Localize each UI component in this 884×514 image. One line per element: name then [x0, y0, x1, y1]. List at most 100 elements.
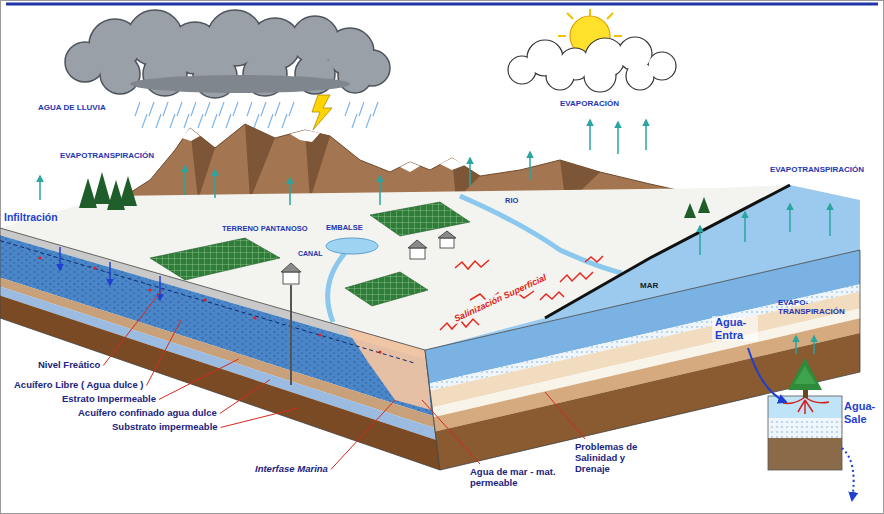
marine-strata [425, 250, 860, 470]
aquifer-cross-section [0, 296, 440, 471]
crop-fields [370, 202, 470, 236]
infiltration-arrows [159, 276, 161, 300]
evaporation-arrows [40, 120, 830, 354]
storm-cloud [65, 10, 390, 98]
evaporation-arrows [589, 120, 591, 150]
fair-cloud [547, 63, 573, 89]
salinization-marks [455, 260, 489, 269]
layer-label: Problemas de Salinidad y Drenaje [575, 442, 655, 475]
crop-fields [345, 272, 428, 306]
leader-line [331, 400, 395, 469]
evaporation-arrows [829, 204, 831, 236]
reservoir-canal-river [328, 253, 345, 322]
salinization-marks [560, 272, 593, 282]
aquifer-cross-section [0, 228, 440, 470]
mountains [182, 128, 465, 172]
aquifer-cross-section [38, 256, 381, 353]
fair-cloud [627, 63, 653, 89]
root-zone-inset [783, 397, 829, 414]
evaporation-arrows [699, 226, 701, 255]
water-flow-arrows [748, 348, 854, 500]
process-label: EVAPOTRANSPIRACIÓN [60, 151, 154, 160]
houses [440, 238, 454, 248]
aquifer-cross-section [0, 241, 414, 363]
rain [135, 102, 378, 128]
root-zone-inset [794, 366, 816, 384]
aquifer-cross-section [38, 256, 41, 259]
process-label: EVAPORACIÓN [560, 99, 619, 108]
aquifer-cross-section [290, 285, 292, 385]
layer-label: Acuífero confinado agua dulce [78, 408, 217, 419]
hazard-label: Salinización Superficial [449, 271, 550, 325]
weather-label: AGUA DE LLUVIA [38, 103, 106, 112]
root-zone-inset [768, 438, 842, 470]
pine-trees [93, 172, 111, 204]
leader-line [159, 359, 239, 399]
marine-strata [435, 333, 860, 470]
frame [6, 3, 878, 6]
evaporation-arrows [289, 178, 291, 205]
process-label: Infiltración [4, 211, 58, 223]
leader-line [103, 290, 162, 366]
infiltration-arrows [109, 262, 111, 285]
root-zone-inset [788, 358, 822, 390]
reservoir-canal-river [460, 196, 622, 273]
place-label: EMBALSE [326, 224, 363, 233]
pine-trees [698, 197, 710, 213]
water-flow-arrows [842, 448, 854, 500]
aquifer-cross-section [148, 288, 151, 291]
root-zone-inset [768, 358, 842, 470]
storm-cloud [130, 75, 350, 93]
evaporation-arrows [645, 120, 647, 150]
rain [135, 102, 378, 128]
evaporation-arrows [184, 166, 186, 195]
aquifer-cross-section [0, 278, 435, 429]
evaporation-arrows [795, 336, 797, 354]
marine-strata [425, 250, 860, 470]
reservoir-canal-river [326, 238, 378, 254]
evaporation-arrows [39, 176, 41, 200]
fair-cloud [585, 61, 615, 91]
aquifer-cross-section [0, 287, 436, 441]
houses [283, 272, 299, 284]
evaporation-arrows [529, 152, 531, 180]
storm-cloud [339, 60, 371, 92]
lightning [312, 95, 332, 130]
aquifer-cross-section [253, 316, 256, 319]
storm-cloud [66, 11, 389, 97]
evaporation-arrows [214, 170, 216, 198]
storm-cloud [65, 10, 390, 98]
storm-cloud [101, 55, 139, 93]
aquifer-cross-section [0, 228, 440, 470]
houses [438, 231, 456, 238]
houses [281, 263, 301, 272]
salinization-marks [585, 256, 603, 262]
water-flow-arrows [748, 348, 786, 402]
leader-line [147, 320, 182, 385]
flow-label: Agua- Entra [712, 316, 758, 341]
evaporation-arrows [789, 204, 791, 232]
crop-fields [150, 238, 280, 280]
layer-label: Estrato Impermeable [62, 394, 156, 405]
leader-line [221, 408, 298, 427]
houses [281, 231, 456, 284]
houses [408, 240, 427, 248]
aquifer-cross-section [318, 333, 321, 336]
process-label: EVAPOTRANSPIRACIÓN [770, 165, 864, 174]
layer-label: Substrato impermeable [112, 422, 218, 433]
houses [410, 248, 425, 259]
storm-cloud [130, 75, 350, 93]
aquifer-cross-section [93, 266, 96, 269]
infiltration-arrows [59, 247, 61, 270]
leader-line [422, 400, 480, 464]
infiltration-arrows [60, 247, 160, 300]
evaporation-arrows [469, 158, 471, 186]
pine-trees [684, 203, 696, 218]
layer-label: Interfase Marina [255, 464, 328, 475]
evaporation-arrows [617, 122, 619, 154]
